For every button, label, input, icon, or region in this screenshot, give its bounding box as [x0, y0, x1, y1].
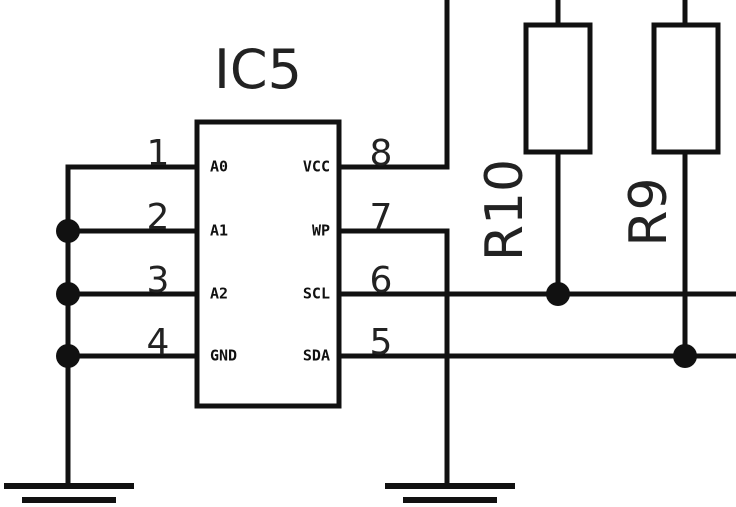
- pin-number-5: 5: [370, 322, 393, 363]
- pin-number-3: 3: [147, 260, 170, 301]
- pin-name-a2: A2: [210, 285, 228, 303]
- pin-name-wp: WP: [312, 222, 330, 240]
- pin8-vcc-wire: [336, 0, 450, 170]
- pin-name-sda: SDA: [303, 347, 330, 365]
- pin-number-7: 7: [370, 197, 393, 238]
- pin-number-8: 8: [370, 133, 393, 174]
- resistor-r9: [651, 0, 721, 359]
- resistor-r10: [523, 0, 593, 297]
- junction-r9-sda: [673, 344, 697, 368]
- junction-pin2: [56, 219, 80, 243]
- pin-number-2: 2: [147, 197, 170, 238]
- pin7-wp-wire: [336, 228, 450, 488]
- pin-number-1: 1: [147, 133, 170, 174]
- pin-name-scl: SCL: [303, 285, 330, 303]
- pin-number-6: 6: [370, 260, 393, 301]
- r9-designator: R9: [619, 177, 679, 246]
- pin-name-a1: A1: [210, 222, 228, 240]
- junction-r10-scl: [546, 282, 570, 306]
- pin-name-a0: A0: [210, 158, 228, 176]
- ground-symbol-left: [4, 483, 134, 503]
- pin-name-vcc: VCC: [303, 158, 330, 176]
- junction-pin4: [56, 344, 80, 368]
- ic5-designator: IC5: [214, 38, 302, 101]
- r10-designator: R10: [475, 159, 535, 261]
- pin-name-gnd: GND: [210, 347, 237, 365]
- ic5-body: [194, 119, 342, 409]
- ground-symbol-right: [385, 483, 515, 503]
- junction-pin3: [56, 282, 80, 306]
- pin-number-4: 4: [147, 322, 170, 363]
